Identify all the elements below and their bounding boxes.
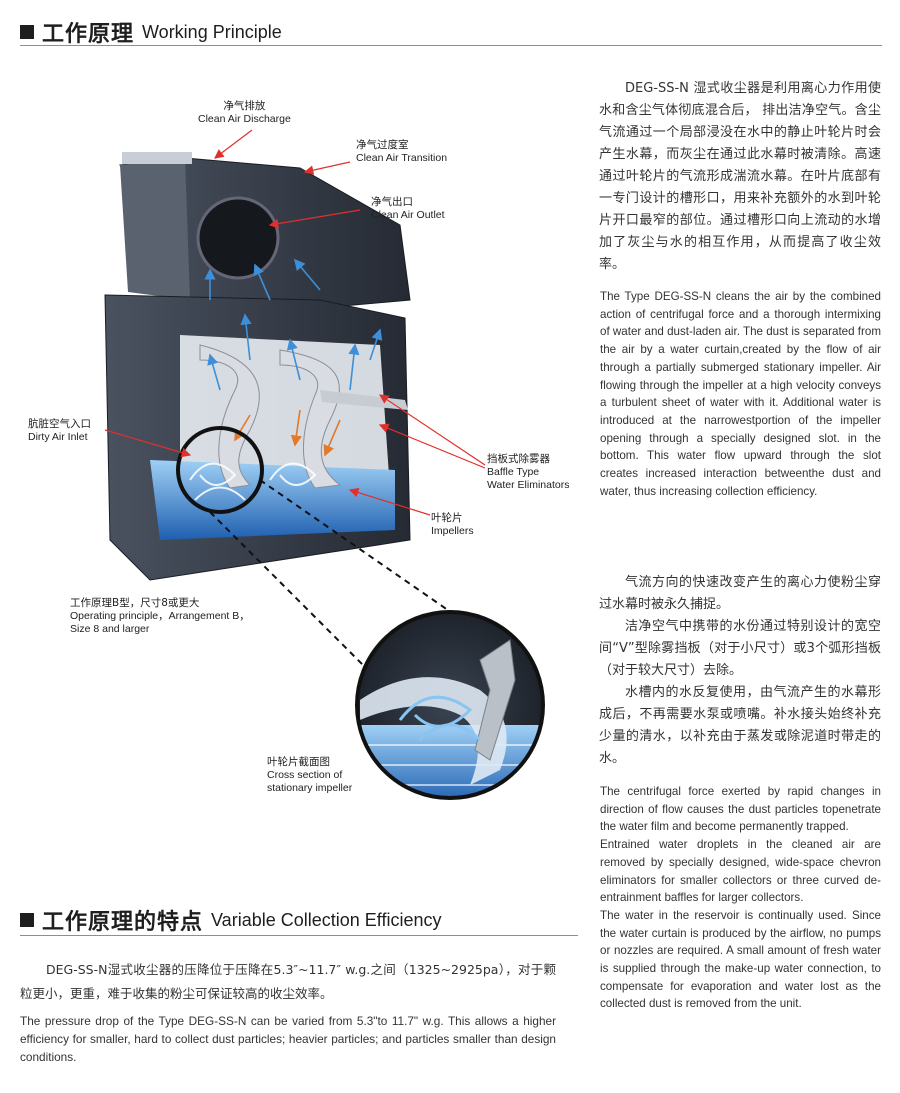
section-title-en: Working Principle [142,21,282,42]
zoom-line-2 [259,479,521,661]
water-swirls [189,462,317,501]
label-dirty-air-inlet: 肮脏空气入口 Dirty Air Inlet [28,418,91,443]
label-impellers: 叶轮片 Impellers [431,512,474,537]
label-clean-air-outlet: 净气出口 Clean Air Outlet [371,196,445,221]
section-title-zh: 工作原理 [42,22,135,47]
right-zh-intro: DEG-SS-N 湿式收尘器是利用离心力作用使水和含尘气体彻底混合后， 排出洁净… [599,81,881,272]
dust-arrows [234,409,341,457]
label-clean-air-transition: 净气过度室 Clean Air Transition [356,139,448,164]
label-baffle-eliminators: 挡板式除雾器 Baffle Type Water Eliminators [487,453,570,491]
section-header-working-principle: 工作原理 Working Principle [20,16,282,48]
right-en-feature-3: The water in the reservoir is continuall… [600,908,881,1011]
collector-diagram [104,129,545,800]
section2-divider [20,935,578,936]
baffle-eliminator [320,390,408,410]
section2-title-zh: 工作原理的特点 [42,910,204,935]
cross-section-view [355,610,545,800]
clean-air-outlet [196,196,280,280]
right-zh-features: 气流方向的快速改变产生的离心力使粉尘穿过水幕时被永久捕捉。 洁净空气中携带的水份… [599,572,881,770]
airflow-arrows [204,258,383,391]
label-cross-section: 叶轮片截面图 Cross section of stationary impel… [267,756,353,794]
label-arrangement-b: 工作原理B型，尺寸8或更大 Operating principle，Arrang… [70,597,250,635]
right-en-intro: The Type DEG-SS-N cleans the air by the … [600,290,881,498]
section-square-icon [20,25,34,39]
section2-zh-body: DEG-SS-N湿式收尘器的压降位于压降在5.3″~11.7″ w.g.之间（1… [20,962,556,1001]
right-en-features: The centrifugal force exerted by rapid c… [600,783,881,1013]
right-zh-feature-3: 水槽内的水反复使用，由气流产生的水幕形成后，不再需要水泵或喷嘴。补水接头始终补充… [599,685,881,766]
section2-title-en: Variable Collection Efficiency [211,909,442,930]
section2-en-body: The pressure drop of the Type DEG-SS-N c… [20,1014,556,1064]
label-clean-air-discharge: 净气排放 Clean Air Discharge [198,100,291,125]
label-arrows [104,129,486,516]
magnifier-circle [176,426,264,514]
impeller-right [279,349,342,489]
section-divider [20,45,882,46]
right-zh-feature-2: 洁净空气中携带的水份通过特别设计的宽空间“V”型除雾挡板（对于小尺寸）或3个弧形… [599,619,881,678]
right-en-feature-1: The centrifugal force exerted by rapid c… [600,785,881,834]
discharge-duct [120,158,190,300]
discharge-flange [122,152,192,164]
zoom-line-1 [209,511,371,673]
right-en-feature-2: Entrained water droplets in the cleaned … [600,838,881,905]
right-zh-feature-1: 气流方向的快速改变产生的离心力使粉尘穿过水幕时被永久捕捉。 [599,575,881,612]
water-reservoir [150,460,395,540]
section-header-variable-efficiency: 工作原理的特点 Variable Collection Efficiency [20,904,441,936]
section-square-icon [20,913,34,927]
impeller-left [199,344,260,489]
